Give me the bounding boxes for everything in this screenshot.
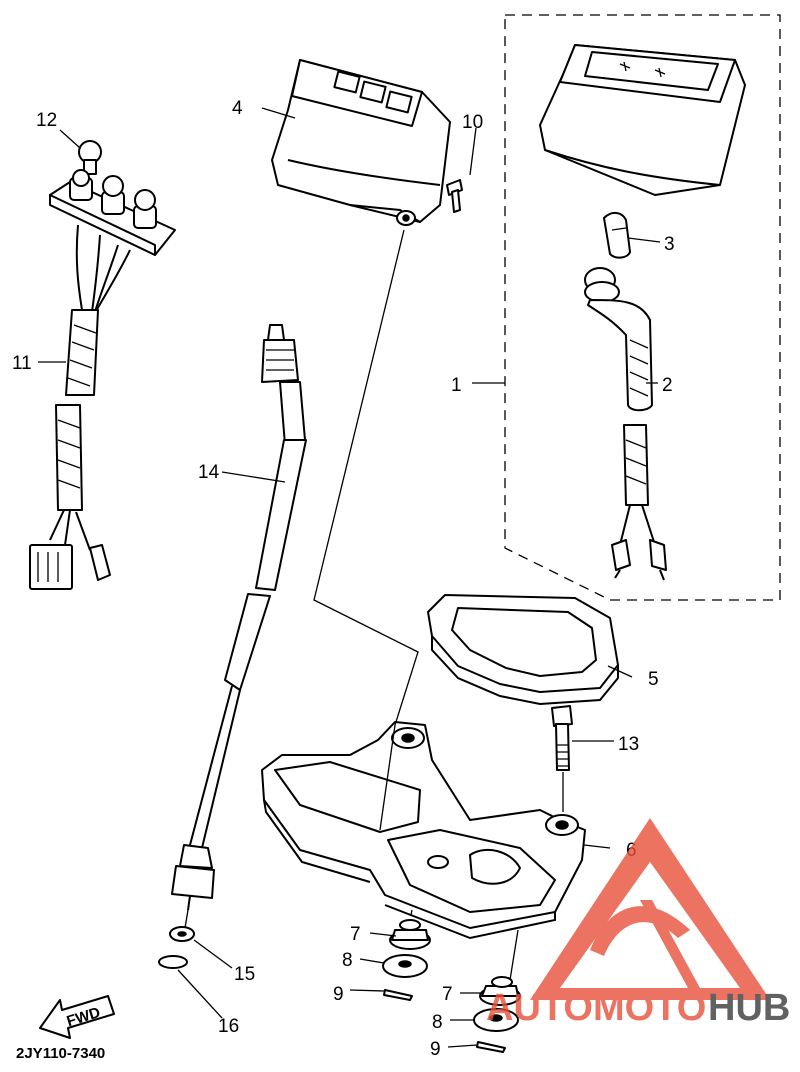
clip-16 xyxy=(158,955,188,969)
label-2: 2 xyxy=(662,375,673,396)
label-11: 11 xyxy=(12,353,32,374)
label-7a: 7 xyxy=(350,924,361,945)
label-3: 3 xyxy=(664,234,675,255)
automotohub-logo xyxy=(530,818,770,1000)
grommet-set-left xyxy=(382,919,431,1001)
label-8a: 8 xyxy=(342,950,353,971)
part-labels: 1 2 3 4 5 6 7 7 8 8 9 9 10 11 12 13 14 1… xyxy=(12,98,675,1060)
label-4: 4 xyxy=(232,98,243,119)
label-15: 15 xyxy=(234,964,255,985)
label-9b: 9 xyxy=(430,1039,441,1060)
label-10: 10 xyxy=(462,112,483,133)
bulb-socket-3 xyxy=(603,212,631,259)
washer-15 xyxy=(169,926,195,942)
assembly-frame xyxy=(504,14,781,601)
wire-harness-11 xyxy=(29,169,176,590)
meter-cable-14 xyxy=(171,324,307,911)
leader-lines xyxy=(38,107,661,1048)
label-5: 5 xyxy=(648,669,659,690)
label-1: 1 xyxy=(451,375,462,396)
diagram-code: 2JY110-7340 xyxy=(16,1045,105,1062)
label-8b: 8 xyxy=(432,1012,443,1033)
label-13: 13 xyxy=(618,734,639,755)
automotohub-watermark: AUTOMOTO HUB xyxy=(486,818,790,1029)
label-16: 16 xyxy=(218,1016,239,1037)
meter-case-4 xyxy=(271,59,451,226)
watermark-text-b: HUB xyxy=(708,987,790,1029)
label-14: 14 xyxy=(198,462,220,483)
label-7b: 7 xyxy=(442,984,453,1005)
bolt-13 xyxy=(551,705,573,771)
label-12: 12 xyxy=(36,110,57,131)
meter-unit xyxy=(539,44,746,196)
bulb-12 xyxy=(78,140,102,175)
label-9a: 9 xyxy=(333,984,344,1005)
grommet-set-right xyxy=(473,976,521,1053)
meter-bracket-6 xyxy=(261,721,586,940)
cable-2 xyxy=(584,267,667,581)
fwd-arrow: FWD xyxy=(39,995,115,1039)
screw-10 xyxy=(446,179,463,213)
watermark-text-a: AUTOMOTO xyxy=(486,987,706,1029)
gasket-5 xyxy=(427,594,619,706)
